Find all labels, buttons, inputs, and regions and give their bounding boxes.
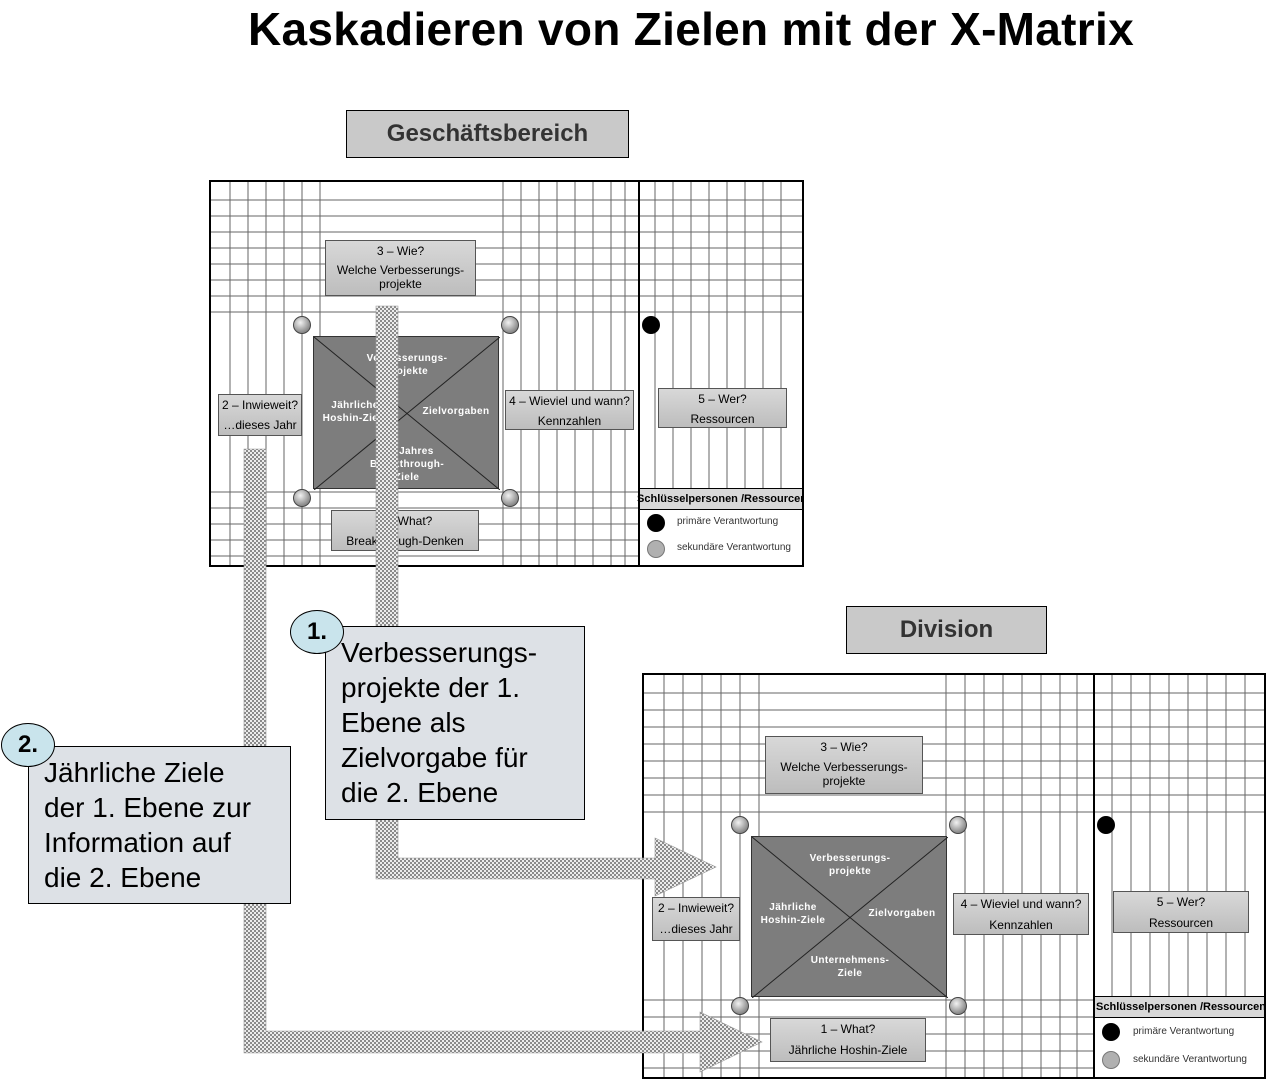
legend-primary-label: primäre Verantwortung [677,516,779,527]
x-matrix-top: 3 – Wie? Welche Verbesserungs- projekte … [209,180,804,567]
box-wie: 3 – Wie? Welche Verbesserungs- projekte [325,240,476,296]
legend-secondary-label: sekundäre Verantwortung [1133,1054,1247,1065]
legend-secondary-label: sekundäre Verantwortung [677,542,791,553]
x-diagonals [752,837,948,998]
corner-circle-bottom-left [293,489,311,507]
corner-circle-bottom-left [731,997,749,1015]
box-inwieweit: 2 – Inwieweit? …dieses Jahr [652,897,740,941]
corner-circle-top-right [949,816,967,834]
box-wer: 5 – Wer? Ressourcen [1113,891,1249,933]
corner-circle-top-left [293,316,311,334]
legend-key-persons: Schlüsselpersonen /Ressourcen primäre Ve… [1094,996,1264,1077]
section-label-geschaeftsbereich: Geschäftsbereich [346,110,629,158]
center-label-right: Zielvorgaben [422,406,490,417]
box-what: 1 – What? Jährliche Hoshin-Ziele [770,1018,926,1062]
center-label-right: Zielvorgaben [868,908,936,919]
center-label-bottom: Unternehmens-Ziele [810,955,890,979]
corner-circle-top-left [731,816,749,834]
legend-primary-dot [647,514,665,532]
legend-secondary-dot [1102,1051,1120,1069]
legend-primary-label: primäre Verantwortung [1133,1026,1235,1037]
corner-circle-bottom-right [501,489,519,507]
primary-responsibility-dot [642,316,660,334]
center-label-top: Verbesserungs-projekte [366,353,448,377]
corner-circle-bottom-right [949,997,967,1015]
callout-improvement-projects: Verbesserungs- projekte der 1. Ebene als… [325,626,585,820]
box-what: 1 – What? Breakthrough-Denken [331,510,479,551]
center-label-top: Verbesserungs-projekte [809,853,891,877]
box-inwieweit: 2 – Inwieweit? …dieses Jahr [218,394,302,436]
callout-annual-goals: Jährliche Ziele der 1. Ebene zur Informa… [28,746,291,904]
box-wieviel: 4 – Wieviel und wann? Kennzahlen [505,390,634,430]
corner-circle-top-right [501,316,519,334]
box-wieviel: 4 – Wieviel und wann? Kennzahlen [953,893,1089,935]
primary-responsibility-dot [1097,816,1115,834]
box-wie: 3 – Wie? Welche Verbesserungs- projekte [765,736,923,794]
legend-primary-dot [1102,1023,1120,1041]
legend-header: Schlüsselpersonen /Ressourcen [637,488,802,510]
legend-key-persons: Schlüsselpersonen /Ressourcen primäre Ve… [637,488,802,565]
x-matrix-bottom: 3 – Wie? Welche Verbesserungs- projekte … [642,673,1266,1079]
step-badge-2: 2. [1,723,55,767]
legend-header: Schlüsselpersonen /Ressourcen [1095,996,1264,1018]
step-badge-1: 1. [290,610,344,654]
legend-secondary-dot [647,540,665,558]
page-title: Kaskadieren von Zielen mit der X-Matrix [248,3,1134,55]
box-wer: 5 – Wer? Ressourcen [658,388,787,428]
section-label-division: Division [846,606,1047,654]
